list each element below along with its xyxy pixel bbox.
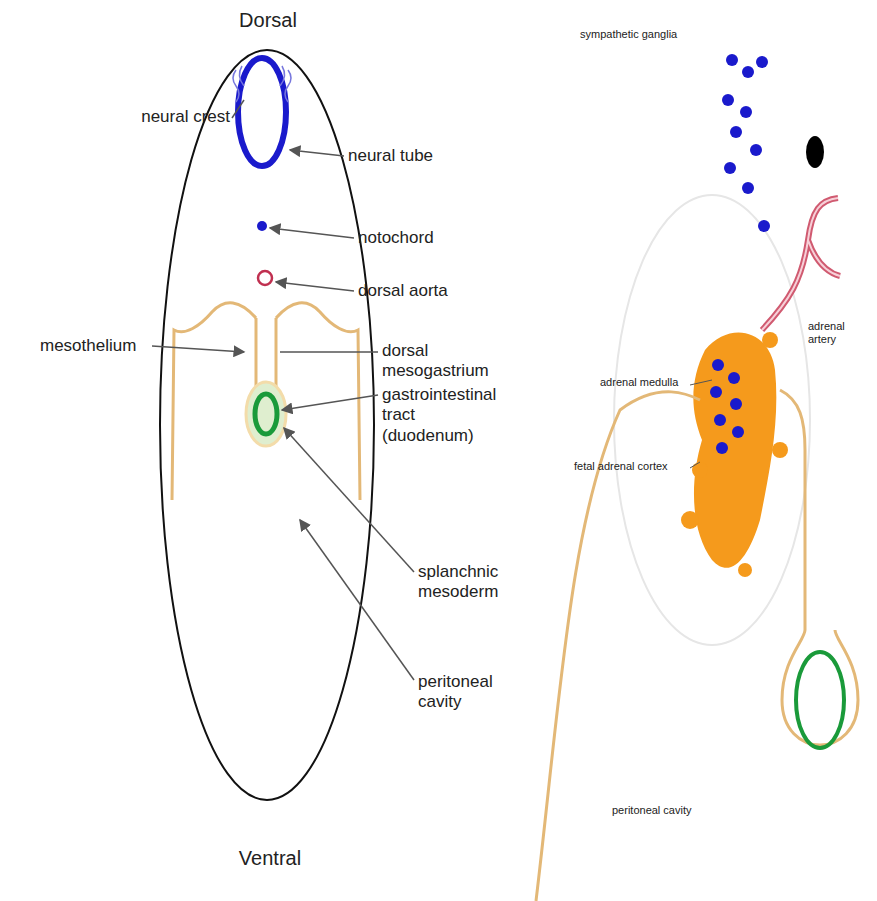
part-label: adrenal medulla: [600, 376, 690, 389]
part-label: fetal adrenal cortex: [574, 460, 694, 473]
part-label: notochord: [358, 228, 478, 248]
part-label: dorsal aorta: [358, 281, 488, 301]
leader-lines: [152, 100, 414, 680]
part-label: sympathetic ganglia: [580, 28, 730, 41]
part-label: adrenal artery: [808, 320, 873, 346]
adrenal-medulla: [710, 359, 744, 454]
part-label: neural tube: [348, 146, 468, 166]
neural-crest: [233, 66, 291, 102]
peritoneum: [536, 390, 858, 901]
black-dot: [806, 136, 824, 168]
part-label: neural crest: [70, 107, 230, 127]
part-label: peritoneal cavity: [418, 672, 518, 713]
adrenal-region: [614, 195, 810, 645]
splanchnic-mesoderm: [246, 382, 286, 446]
gut-tube: [255, 394, 277, 434]
part-label: mesothelium: [40, 336, 150, 356]
part-label: splanchnic mesoderm: [418, 562, 518, 603]
mesothelium: [172, 303, 360, 500]
part-label: gastrointestinal tract (duodenum): [382, 385, 487, 446]
fetal-adrenal-cortex: [681, 332, 788, 577]
artery-lumen: [762, 198, 840, 330]
dorsal-aorta: [258, 271, 272, 285]
adrenal-artery: [762, 198, 840, 330]
embryo-outline: [160, 50, 374, 800]
neural-tube: [238, 58, 286, 166]
part-label: dorsal mesogastrium: [382, 341, 502, 382]
sympathetic-ganglia: [722, 54, 770, 232]
notochord: [257, 221, 267, 231]
orientation-label: Ventral: [225, 846, 315, 870]
orientation-label: Dorsal: [228, 8, 308, 32]
gut-tube-right: [796, 652, 844, 748]
right-leaders: [690, 380, 712, 468]
part-label: peritoneal cavity: [612, 804, 732, 817]
